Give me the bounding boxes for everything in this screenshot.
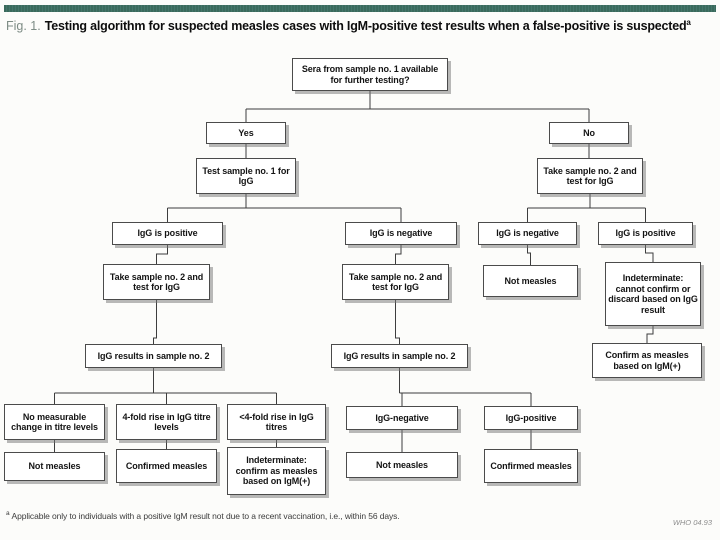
flow-box-take-sample2-mid: Take sample no. 2 and test for IgG: [342, 264, 449, 300]
flow-box-fourfold-rise: 4-fold rise in IgG titre levels: [116, 404, 217, 440]
flow-box-confirmed-measles-b: Confirmed measles: [484, 449, 578, 483]
footnote-superscript: a: [6, 510, 10, 517]
title-superscript: a: [686, 18, 691, 27]
flow-box-igg-negative-s2: IgG-negative: [346, 406, 458, 430]
flow-box-indeterminate-igm: Indeterminate: confirm as measles based …: [227, 447, 326, 495]
footnote-text: Applicable only to individuals with a po…: [11, 510, 400, 521]
flow-box-confirmed-measles-a: Confirmed measles: [116, 449, 217, 483]
flow-box-take-sample2-left: Take sample no. 2 and test for IgG: [103, 264, 210, 300]
flow-box-confirm-igm-right: Confirm as measles based on IgM(+): [592, 343, 702, 378]
who-watermark: WHO 04.93: [672, 518, 712, 527]
figure-title-text: Testing algorithm for suspected measles …: [44, 19, 687, 34]
flow-box-igg-negative-mid: IgG is negative: [345, 222, 457, 245]
flow-box-igg-negative-right: IgG is negative: [478, 222, 577, 245]
flow-box-igg-results-left: IgG results in sample no. 2: [85, 344, 222, 368]
flow-box-igg-positive-right: IgG is positive: [598, 222, 693, 245]
flow-box-not-measles-b: Not measles: [346, 452, 458, 478]
flow-box-test-sample1-igg: Test sample no. 1 for IgG: [196, 158, 296, 194]
flow-box-igg-positive-left: IgG is positive: [112, 222, 223, 245]
flow-box-less-fourfold-rise: <4-fold rise in IgG titres: [227, 404, 326, 440]
flow-box-no: No: [549, 122, 629, 144]
flow-box-indeterminate-right: Indeterminate: cannot confirm or discard…: [605, 262, 701, 326]
header-bar: [4, 5, 716, 12]
flow-box-not-measles-right: Not measles: [483, 265, 578, 297]
flow-box-root: Sera from sample no. 1 available for fur…: [292, 58, 448, 91]
flow-box-yes: Yes: [206, 122, 286, 144]
figure-title: Fig. 1.Testing algorithm for suspected m…: [6, 15, 714, 34]
flow-box-igg-positive-s2: IgG-positive: [484, 406, 578, 430]
flow-box-no-change-titre: No measurable change in titre levels: [4, 404, 105, 440]
flow-box-igg-results-mid: IgG results in sample no. 2: [331, 344, 468, 368]
figure-number: Fig. 1.: [6, 19, 41, 34]
flow-box-not-measles-a: Not measles: [4, 452, 105, 481]
flow-box-take-sample2-right: Take sample no. 2 and test for IgG: [537, 158, 643, 194]
